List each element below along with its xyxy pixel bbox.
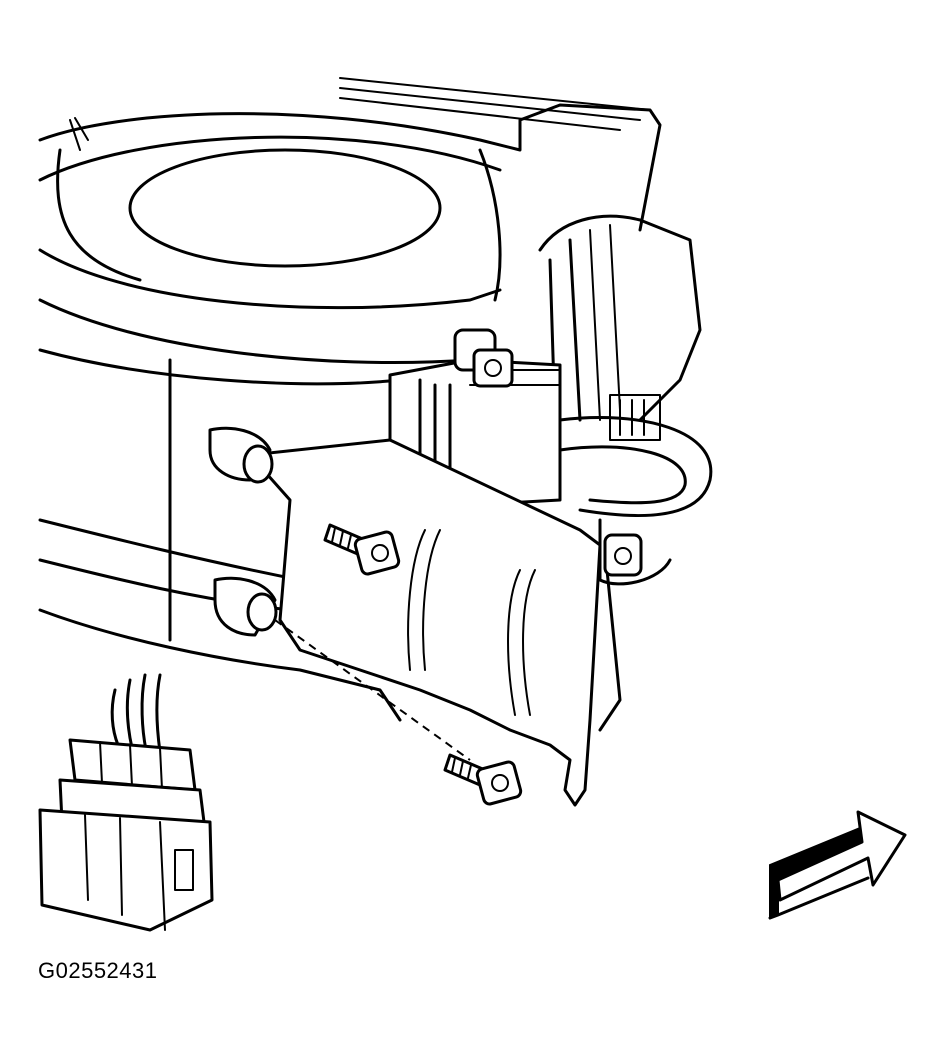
- screw-upper: [323, 523, 401, 576]
- mounting-bracket: [248, 438, 622, 807]
- wiring-harness: [558, 394, 713, 586]
- electrical-connector: [38, 673, 214, 932]
- bolt-right: [603, 533, 643, 577]
- blower-housing: [38, 77, 662, 722]
- view-direction-arrow-icon: [768, 810, 907, 920]
- screw-lower: [274, 619, 523, 806]
- bracket-grommets: [208, 426, 278, 637]
- bolt-top: [453, 328, 514, 388]
- figure-code: G02552431: [38, 958, 158, 983]
